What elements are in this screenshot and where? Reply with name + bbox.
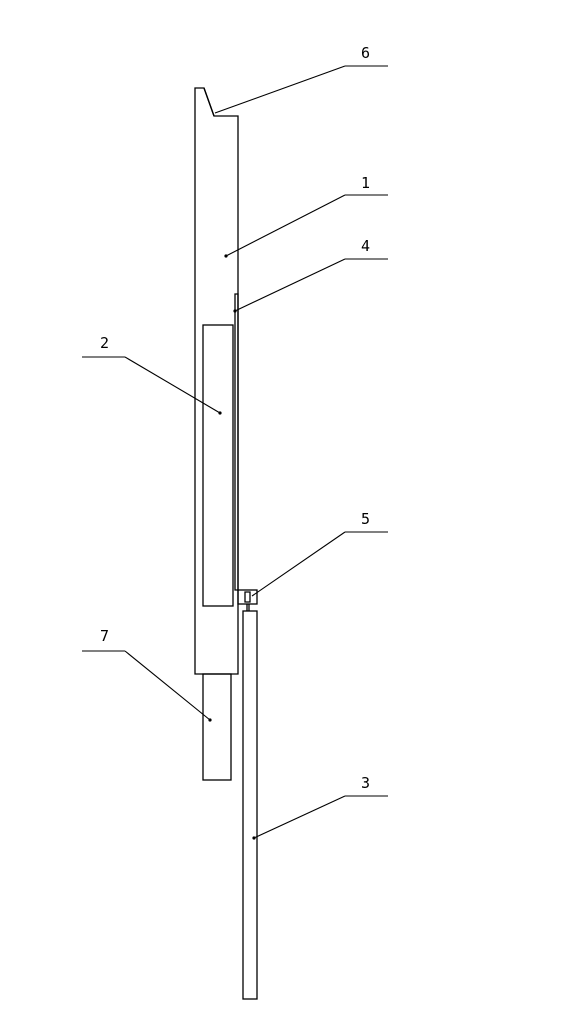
part-2-inner-panel bbox=[202, 324, 234, 607]
part-4-side-strip bbox=[234, 293, 239, 591]
part-7-lower-stub bbox=[202, 673, 232, 781]
part-3-lower-rod bbox=[242, 610, 258, 1000]
label-2: 2 bbox=[100, 334, 109, 352]
leader-2 bbox=[82, 356, 222, 415]
leader-3 bbox=[252, 795, 388, 840]
label-6: 6 bbox=[361, 44, 370, 62]
label-5: 5 bbox=[361, 510, 370, 528]
leader-6 bbox=[214, 65, 388, 114]
leader-7 bbox=[82, 650, 212, 722]
label-4: 4 bbox=[361, 237, 370, 255]
label-7: 7 bbox=[100, 627, 109, 645]
leader-4 bbox=[233, 258, 388, 313]
label-1: 1 bbox=[361, 174, 370, 192]
part-6-top-bevel bbox=[203, 87, 215, 117]
leader-1 bbox=[224, 194, 388, 258]
leader-5 bbox=[251, 531, 388, 597]
part-1-main-body bbox=[194, 87, 239, 675]
label-3: 3 bbox=[361, 774, 370, 792]
part-5-connector-detail bbox=[244, 591, 251, 611]
